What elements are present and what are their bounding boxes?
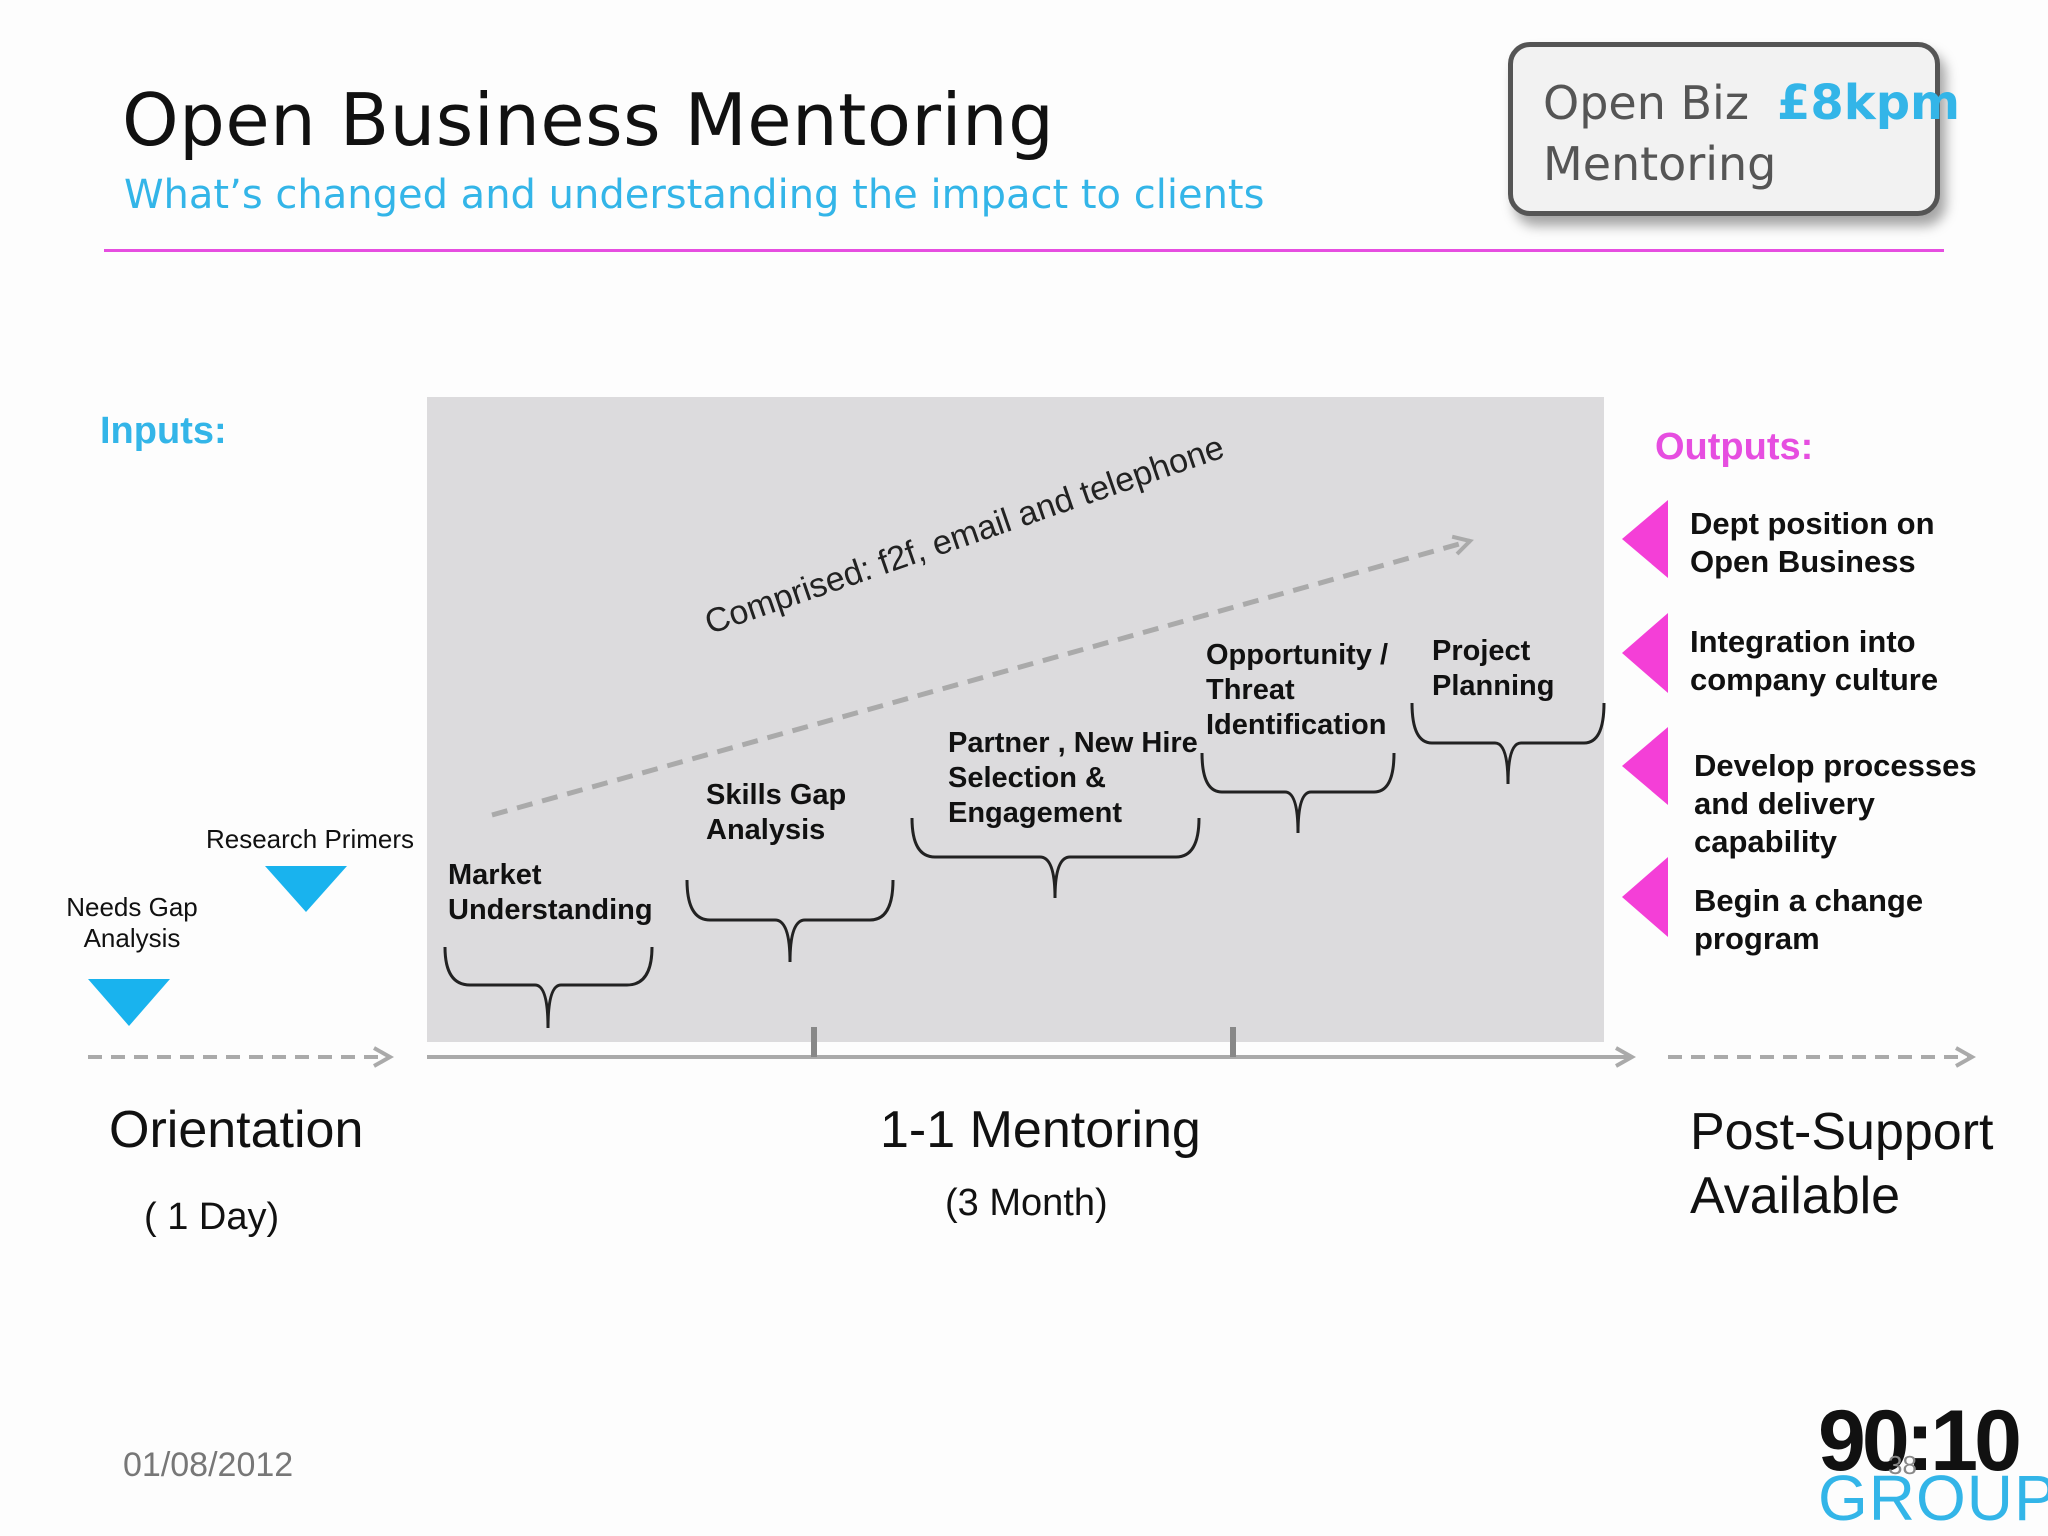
step-skills-gap-analysis: Skills Gap Analysis (706, 779, 847, 846)
output-marker-3-icon (1622, 727, 1668, 805)
output-marker-4-icon (1622, 857, 1668, 937)
output-integration: Integration into company culture (1690, 624, 1939, 697)
price-value: £8kpm (1776, 75, 1961, 131)
brace-partner (910, 817, 1201, 899)
phase-post-support: Post-Support Available (1690, 1103, 1994, 1225)
brace-project (1410, 702, 1606, 785)
price-line-2: Mentoring (1543, 137, 1777, 191)
step-project-planning: Project Planning (1432, 635, 1555, 702)
research-primers-marker-icon (265, 866, 347, 912)
company-logo-bottom: GROUP (1818, 1462, 2048, 1534)
output-marker-1-icon (1622, 500, 1668, 578)
output-marker-2-icon (1622, 613, 1668, 693)
phase-mentoring: 1-1 Mentoring (880, 1101, 1201, 1159)
input-needs-gap-analysis: Needs Gap Analysis (66, 892, 198, 953)
price-callout: Open Biz £8kpm Mentoring (1508, 42, 1960, 216)
header-divider (104, 249, 1944, 252)
comprised-arrow (491, 541, 1470, 818)
page-number: 38 (1888, 1450, 1917, 1480)
output-dept-position: Dept position on Open Business (1690, 506, 1935, 579)
inputs-heading: Inputs: (100, 410, 227, 452)
step-partner-selection: Partner , New Hire Selection & Engagemen… (948, 727, 1198, 829)
step-opportunity-threat: Opportunity / Threat Identification (1206, 639, 1389, 741)
price-line-1: Open Biz £8kpm (1543, 75, 1960, 131)
needs-gap-marker-icon (88, 979, 170, 1026)
footer-date: 01/08/2012 (123, 1446, 294, 1484)
price-label: Open Biz (1543, 76, 1749, 130)
phase-orientation: Orientation (109, 1101, 364, 1159)
phase-mentoring-duration: (3 Month) (945, 1182, 1108, 1224)
brace-market (443, 946, 654, 1029)
outputs-heading: Outputs: (1655, 426, 1814, 468)
input-research-primers: Research Primers (205, 824, 415, 854)
company-logo-top: 90:10 (1818, 1393, 2022, 1489)
brace-opportunity (1200, 752, 1396, 834)
mentoring-panel (427, 397, 1604, 1042)
output-develop-processes: Develop processes and delivery capabilit… (1694, 748, 1977, 859)
page-subtitle: What’s changed and understanding the imp… (124, 172, 1265, 218)
brace-skills (685, 879, 895, 963)
page-title: Open Business Mentoring (122, 78, 1055, 162)
step-market-understanding: Market Understanding (448, 859, 653, 926)
phase-orientation-duration: ( 1 Day) (144, 1196, 280, 1238)
output-change-program: Begin a change program (1694, 883, 1924, 956)
